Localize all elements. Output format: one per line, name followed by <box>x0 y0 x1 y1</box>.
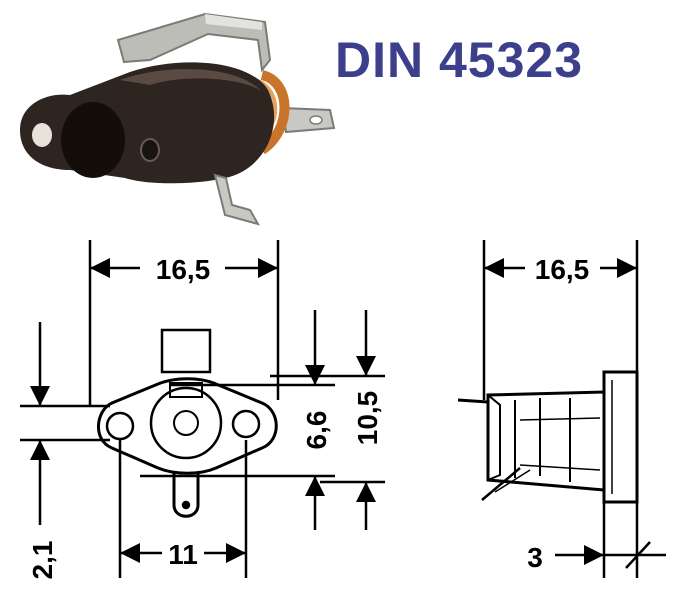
page-title: DIN 45323 <box>335 32 584 88</box>
dim-height-inner: 6,6 <box>301 411 332 450</box>
dim-offset: 2,1 <box>27 541 58 580</box>
front-view-drawing: 16,5 11 6,6 10,5 2,1 <box>20 240 385 580</box>
socket-photo <box>20 12 336 226</box>
dim-width-front: 16,5 <box>156 254 211 285</box>
dim-flange: 3 <box>527 542 543 573</box>
side-view-drawing: 16,5 3 <box>457 240 666 578</box>
dim-width-side: 16,5 <box>535 254 590 285</box>
bracket-icon <box>116 12 272 73</box>
dim-height-outer: 10,5 <box>352 391 383 446</box>
dim-hole-spacing: 11 <box>168 539 198 570</box>
